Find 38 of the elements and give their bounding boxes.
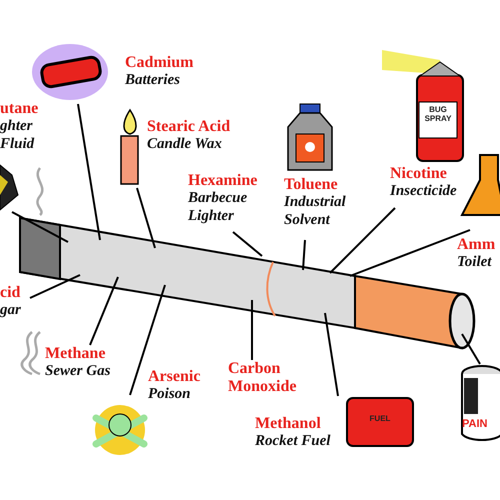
chemical-name: utane bbox=[0, 100, 40, 118]
leader-line bbox=[251, 300, 253, 360]
source-text: Batteries bbox=[125, 72, 181, 90]
source-text: Rocket Fuel bbox=[255, 433, 332, 451]
leader-line bbox=[136, 188, 156, 248]
leader-line bbox=[461, 333, 481, 365]
can-label: BUG SPRAY bbox=[424, 106, 452, 124]
chemical-name: Stearic Acid bbox=[147, 118, 232, 136]
leader-line bbox=[77, 104, 101, 240]
leader-line bbox=[232, 231, 263, 257]
chemical-name: Cadmium bbox=[125, 54, 194, 72]
leader-line bbox=[12, 211, 68, 243]
source-text: Barbecue Lighter bbox=[188, 190, 248, 225]
leader-line bbox=[329, 207, 396, 274]
chemical-name: Hexamine bbox=[188, 172, 258, 190]
can-label: FUEL bbox=[368, 415, 392, 424]
chemical-name: Methane bbox=[45, 345, 106, 364]
source-text: Toilet bbox=[457, 254, 493, 272]
leader-line bbox=[89, 276, 119, 346]
chemical-name: Nicotine bbox=[390, 165, 448, 184]
leader-line bbox=[129, 284, 166, 396]
leader-line bbox=[324, 312, 339, 396]
chemical-name: Arsenic bbox=[148, 368, 202, 386]
source-text: Poison bbox=[148, 386, 192, 404]
source-text: Candle Wax bbox=[147, 136, 223, 154]
leader-line bbox=[350, 229, 470, 277]
chemical-name: Amm bbox=[457, 236, 496, 254]
source-text: Sewer Gas bbox=[45, 363, 112, 381]
chemical-name: Toluene bbox=[284, 176, 339, 194]
chemical-name: Carbon Monoxide bbox=[228, 360, 298, 397]
leader-line bbox=[302, 240, 306, 270]
source-text: gar bbox=[0, 302, 22, 320]
chemical-name: Methanol bbox=[255, 415, 322, 434]
source-text: ghter Fluid bbox=[0, 118, 36, 153]
source-text: Industrial Solvent bbox=[284, 194, 347, 229]
source-text: Insecticide bbox=[390, 183, 458, 201]
chemical-name: cid bbox=[0, 284, 22, 302]
leader-line bbox=[30, 274, 80, 299]
